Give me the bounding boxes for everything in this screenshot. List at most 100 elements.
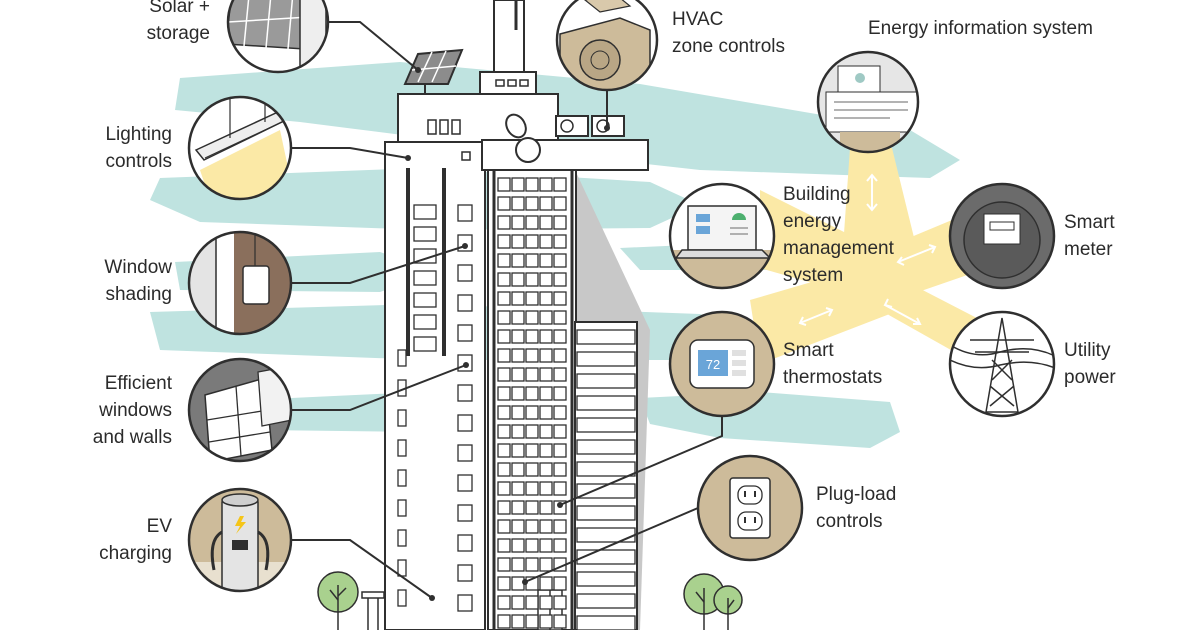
window-pane bbox=[525, 196, 539, 211]
window-pane bbox=[511, 462, 525, 477]
window-pane bbox=[511, 291, 525, 306]
window-pane bbox=[457, 384, 473, 402]
window-pane bbox=[413, 270, 437, 286]
label-bems: Building energy management system bbox=[783, 184, 894, 286]
window-pane bbox=[525, 424, 539, 439]
window-pane bbox=[511, 500, 525, 515]
window-pane bbox=[413, 226, 437, 242]
window-pane bbox=[397, 529, 407, 547]
window-pane bbox=[497, 500, 511, 515]
window-pane bbox=[511, 424, 525, 439]
window-pane bbox=[539, 405, 553, 420]
window-pane bbox=[497, 386, 511, 401]
window-pane bbox=[553, 234, 567, 249]
window-pane bbox=[511, 481, 525, 496]
window-pane bbox=[525, 614, 539, 629]
window-pane bbox=[525, 367, 539, 382]
window-pane bbox=[511, 576, 525, 591]
window-pane bbox=[457, 294, 473, 312]
window-pane bbox=[539, 538, 553, 553]
window-pane bbox=[511, 348, 525, 363]
window-pane bbox=[539, 329, 553, 344]
window-pane bbox=[539, 557, 553, 572]
label-utility-power: Utility power bbox=[1064, 340, 1116, 388]
window-pane bbox=[576, 351, 636, 367]
window-pane bbox=[553, 367, 567, 382]
hvac-callout bbox=[555, 0, 659, 92]
label-plug-load-controls: Plug-load controls bbox=[816, 484, 897, 532]
window-pane bbox=[576, 527, 636, 543]
window-pane bbox=[497, 519, 511, 534]
window-pane bbox=[511, 519, 525, 534]
window-pane bbox=[511, 557, 525, 572]
label-smart-meter: Smart meter bbox=[1064, 212, 1115, 260]
window-pane bbox=[457, 474, 473, 492]
window-pane bbox=[457, 204, 473, 222]
window-pane bbox=[553, 481, 567, 496]
window-pane bbox=[457, 534, 473, 552]
window-pane bbox=[539, 177, 553, 192]
window-pane bbox=[511, 329, 525, 344]
window-pane bbox=[539, 272, 553, 287]
window-pane bbox=[539, 215, 553, 230]
window-pane bbox=[525, 234, 539, 249]
window-pane bbox=[397, 499, 407, 517]
window-pane bbox=[553, 595, 567, 610]
window-pane bbox=[497, 424, 511, 439]
plug-load-callout bbox=[696, 454, 804, 562]
label-efficient-windows: Efficient windows and walls bbox=[92, 373, 172, 448]
window-pane bbox=[576, 395, 636, 411]
window-pane bbox=[525, 557, 539, 572]
window-pane bbox=[539, 462, 553, 477]
window-pane bbox=[553, 253, 567, 268]
window-pane bbox=[511, 405, 525, 420]
window-pane bbox=[497, 538, 511, 553]
window-pane bbox=[553, 405, 567, 420]
window-pane bbox=[539, 291, 553, 306]
window-pane bbox=[511, 614, 525, 629]
window-pane bbox=[539, 481, 553, 496]
window-pane bbox=[525, 253, 539, 268]
label-window-shading: Window shading bbox=[104, 257, 172, 305]
window-pane bbox=[553, 519, 567, 534]
window-pane bbox=[497, 177, 511, 192]
window-pane bbox=[576, 593, 636, 609]
window-pane bbox=[553, 310, 567, 325]
window-pane bbox=[539, 424, 553, 439]
window-pane bbox=[413, 292, 437, 308]
label-ev-charging: EV charging bbox=[99, 516, 172, 564]
window-pane bbox=[511, 538, 525, 553]
window-pane bbox=[576, 615, 636, 631]
bems-callout bbox=[668, 182, 776, 290]
window-pane bbox=[553, 177, 567, 192]
window-pane bbox=[553, 576, 567, 591]
eis-callout bbox=[816, 50, 920, 154]
label-lighting-controls: Lighting controls bbox=[105, 124, 172, 172]
window-pane bbox=[511, 234, 525, 249]
window-pane bbox=[497, 215, 511, 230]
window-pane bbox=[397, 409, 407, 427]
thermostat-callout: 72 bbox=[668, 310, 776, 418]
window-pane bbox=[525, 443, 539, 458]
window-pane bbox=[553, 424, 567, 439]
window-pane bbox=[539, 595, 553, 610]
window-pane bbox=[413, 336, 437, 352]
window-pane bbox=[576, 417, 636, 433]
window-pane bbox=[497, 481, 511, 496]
window-pane bbox=[553, 462, 567, 477]
window-pane bbox=[539, 443, 553, 458]
window-pane bbox=[525, 272, 539, 287]
window-pane bbox=[497, 234, 511, 249]
window-pane bbox=[511, 272, 525, 287]
window-pane bbox=[511, 595, 525, 610]
window-pane bbox=[525, 348, 539, 363]
window-pane bbox=[497, 367, 511, 382]
window-pane bbox=[497, 462, 511, 477]
window-pane bbox=[553, 614, 567, 629]
window-pane bbox=[397, 589, 407, 607]
smart-meter-callout bbox=[948, 182, 1056, 290]
window-pane bbox=[413, 314, 437, 330]
window-pane bbox=[525, 519, 539, 534]
